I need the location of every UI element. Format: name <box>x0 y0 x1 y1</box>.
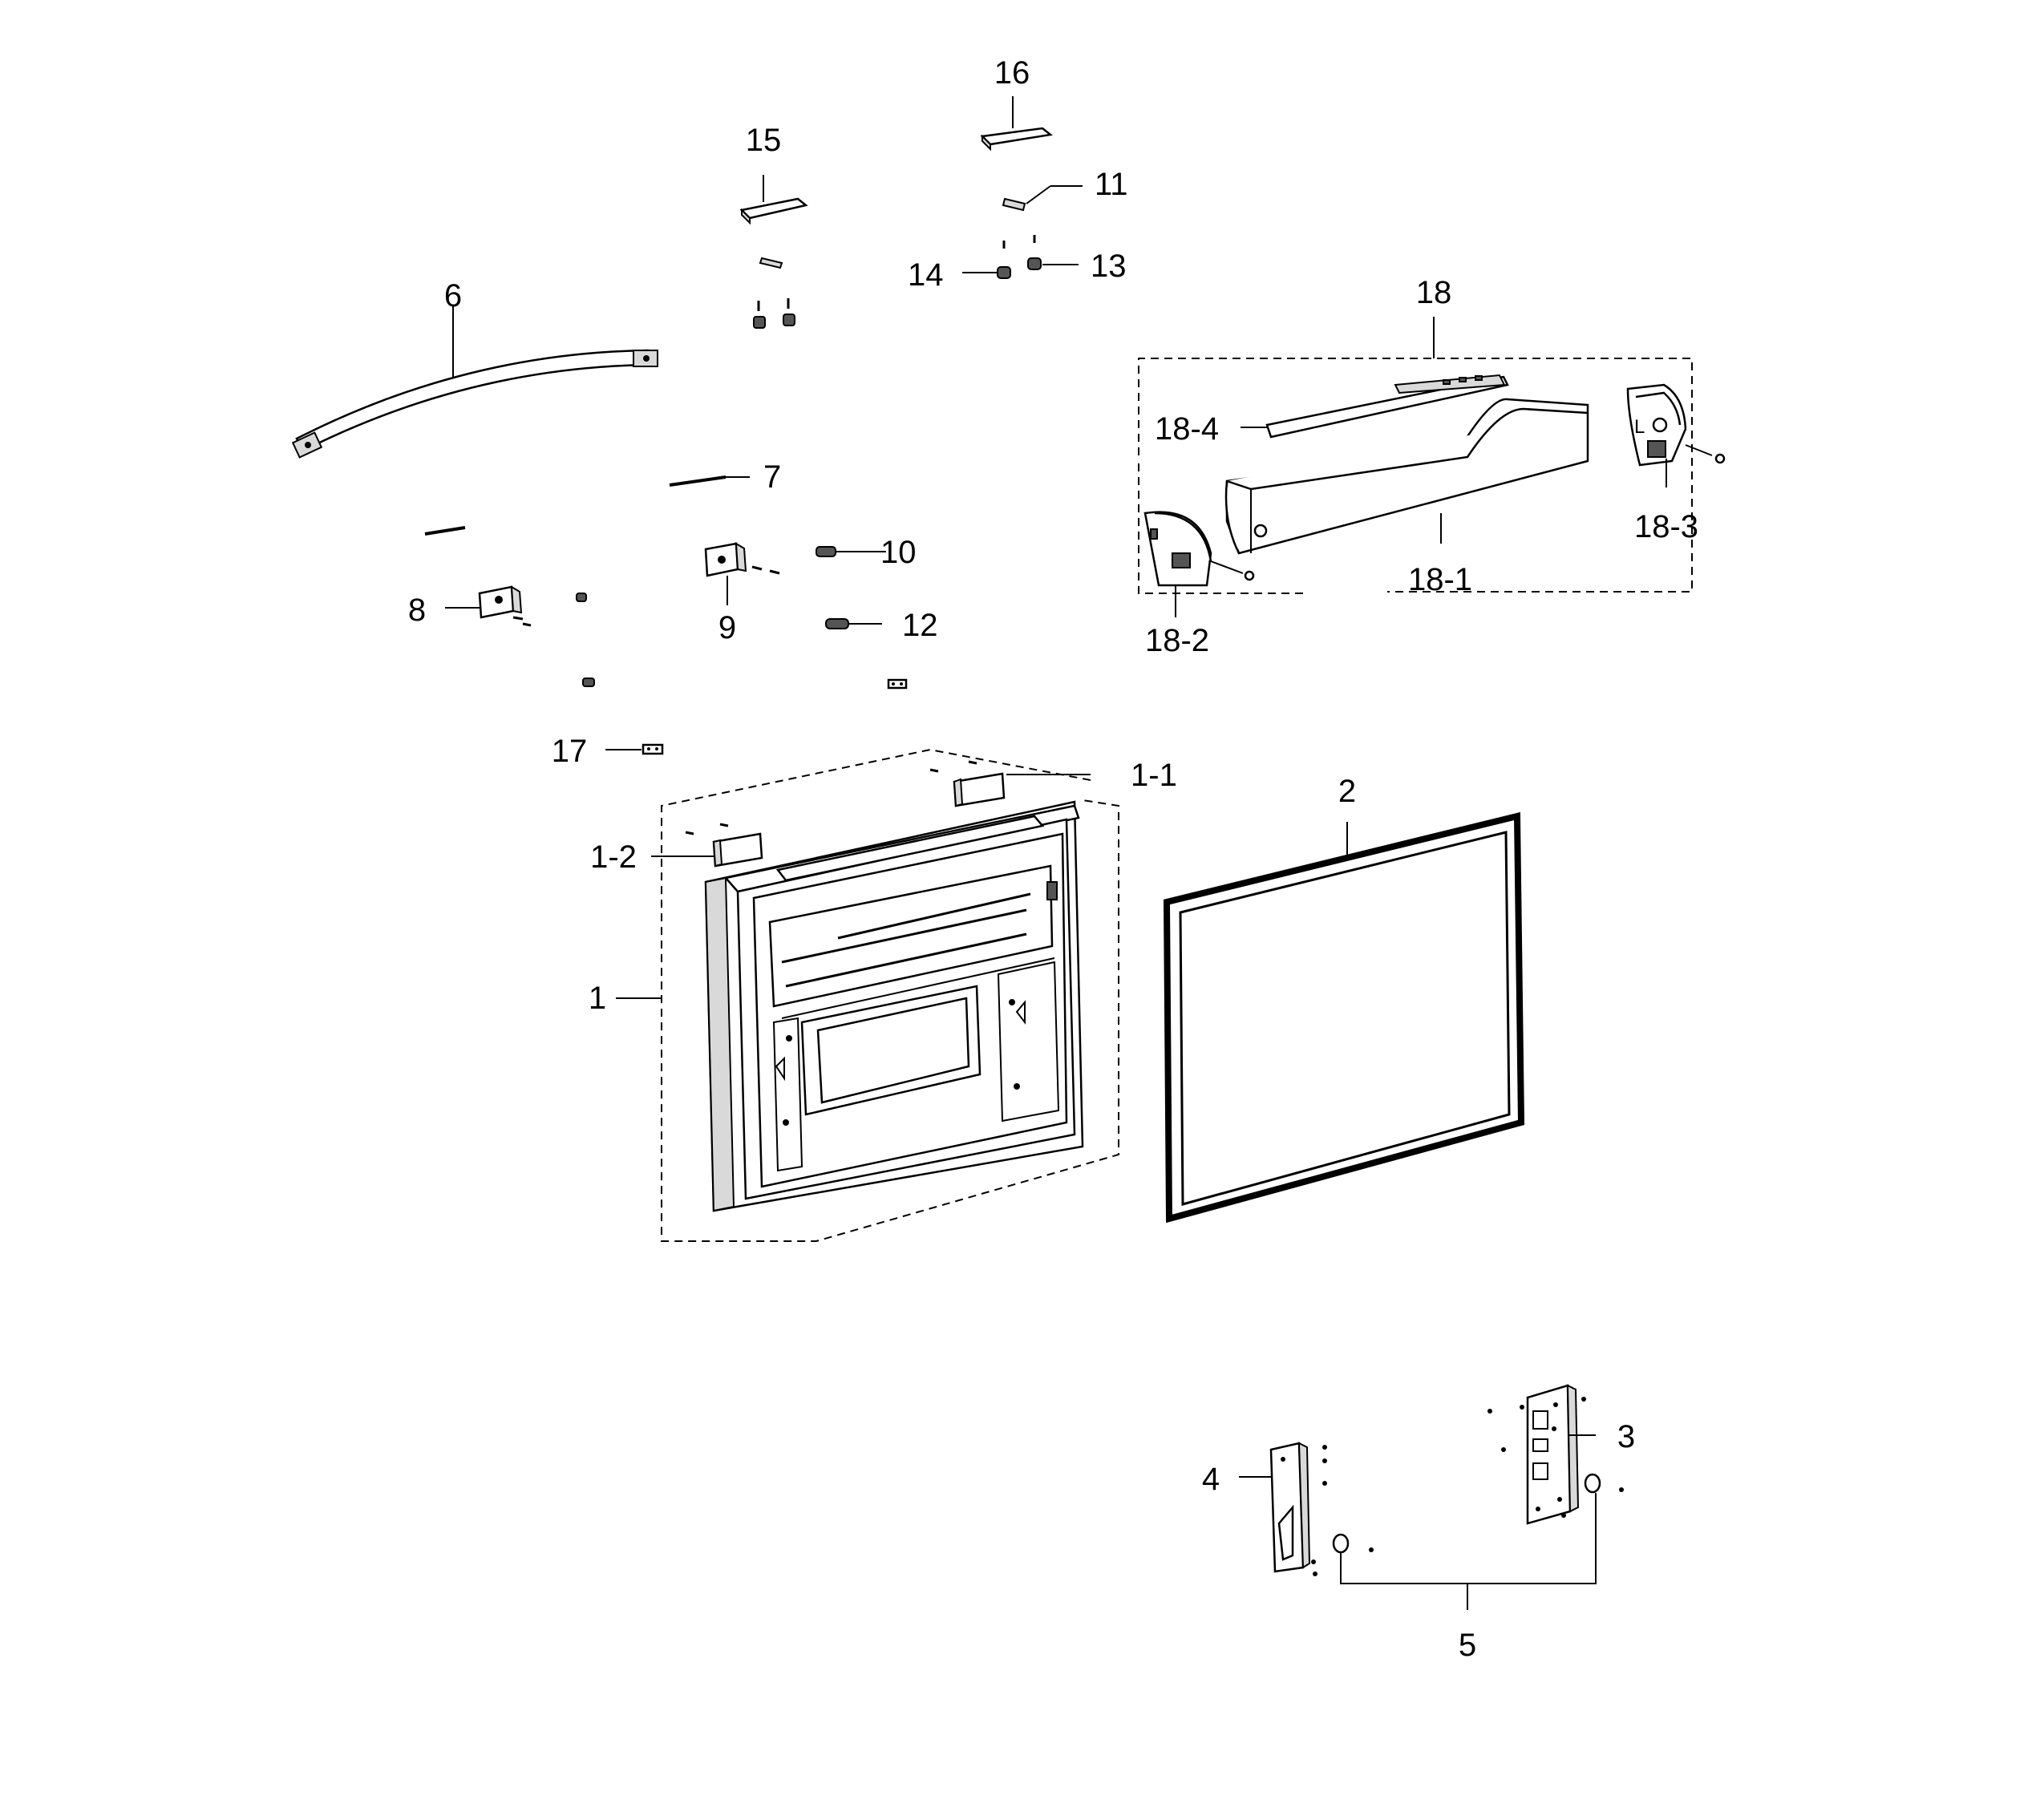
small-hardware <box>576 593 908 690</box>
label-8: 8 <box>408 593 426 628</box>
label-4: 4 <box>1202 1462 1220 1497</box>
label-1: 1 <box>589 981 606 1016</box>
part-10-screw <box>816 546 886 557</box>
label-2: 2 <box>1338 774 1356 809</box>
part-18-bin-assembly: L <box>1138 317 1726 617</box>
label-6: 6 <box>444 278 462 313</box>
part-9-hinge-block <box>704 542 780 605</box>
label-1-1: 1-1 <box>1131 758 1177 793</box>
label-7: 7 <box>763 459 781 495</box>
pin-part-15-set <box>753 257 795 329</box>
part-14-cap <box>962 241 1011 279</box>
part-2-gasket <box>1163 811 1525 1224</box>
part-12-spring <box>825 618 882 629</box>
part-4-bracket <box>1239 1442 1327 1576</box>
part-7-rod <box>424 475 750 536</box>
part-11-pin <box>1002 185 1083 212</box>
part-3-bracket <box>1487 1384 1596 1525</box>
label-18: 18 <box>1416 275 1452 310</box>
label-5: 5 <box>1459 1628 1476 1663</box>
part-5-caps <box>1332 1473 1624 1610</box>
label-15: 15 <box>746 123 782 158</box>
part-1-door-assembly <box>616 748 1119 1242</box>
part-16-cover <box>980 96 1053 152</box>
label-10: 10 <box>880 535 917 570</box>
part-13-cap <box>1027 235 1079 270</box>
label-13: 13 <box>1091 249 1127 284</box>
part-8-hinge <box>445 585 532 627</box>
label-1-2: 1-2 <box>590 839 637 875</box>
label-3: 3 <box>1617 1419 1635 1454</box>
part-6-handle <box>291 305 658 459</box>
bin-letter-l: L <box>1634 416 1645 438</box>
label-18-2: 18-2 <box>1145 623 1209 658</box>
label-18-1: 18-1 <box>1408 562 1472 597</box>
label-18-3: 18-3 <box>1634 509 1698 544</box>
label-17: 17 <box>552 734 588 769</box>
part-15-cover <box>739 175 808 225</box>
label-18-4: 18-4 <box>1155 411 1219 447</box>
part-17-clip <box>605 743 664 755</box>
label-14: 14 <box>908 257 944 293</box>
label-12: 12 <box>902 608 938 643</box>
label-11: 11 <box>1095 167 1128 202</box>
label-9: 9 <box>718 610 736 645</box>
label-16: 16 <box>994 55 1030 91</box>
